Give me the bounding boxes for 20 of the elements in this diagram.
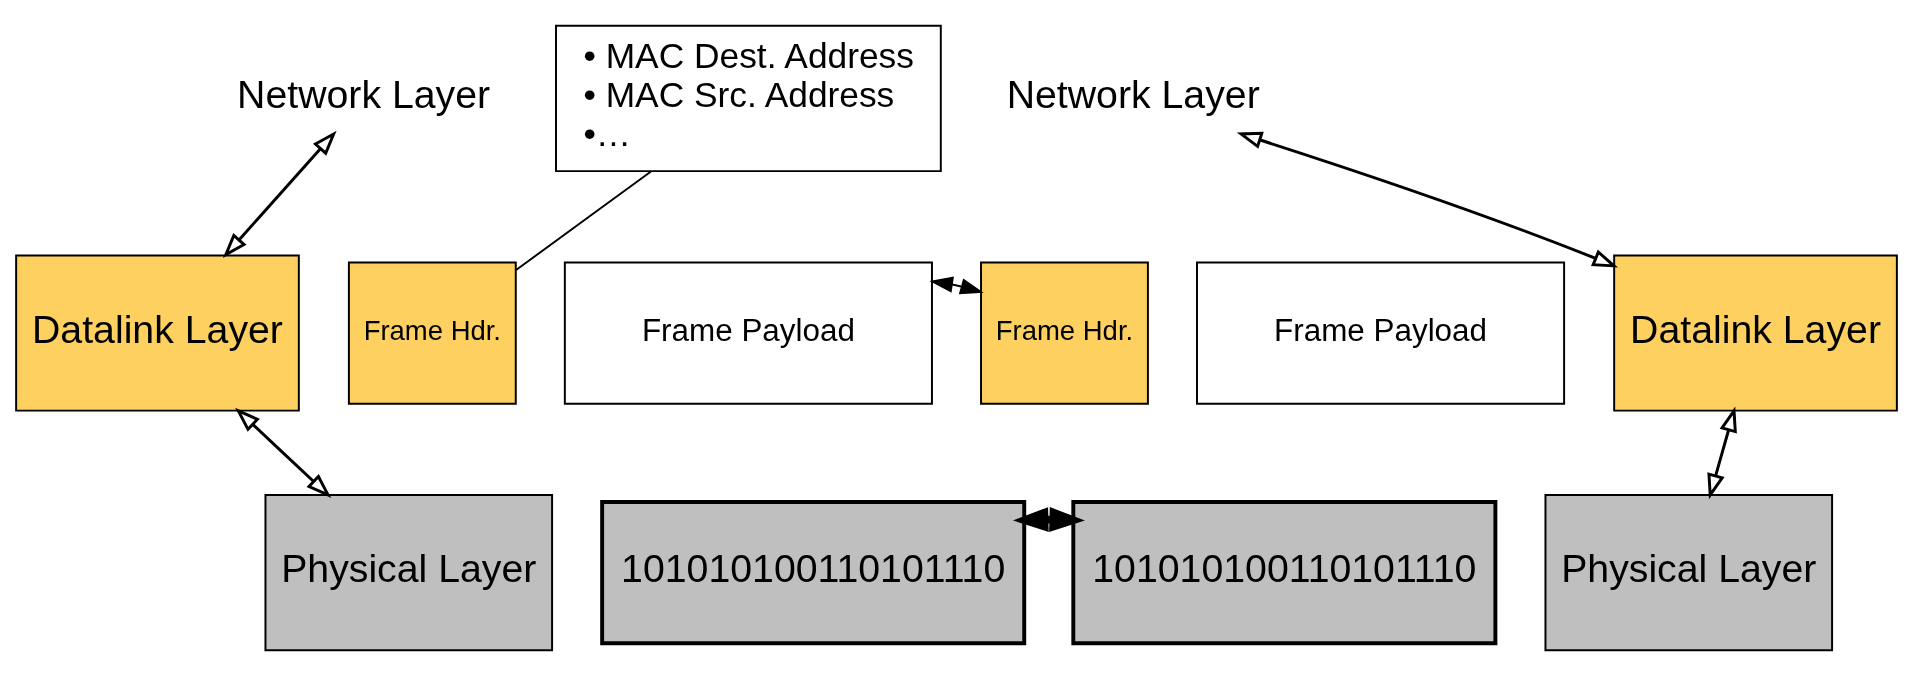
arrow [222, 130, 337, 258]
node-box: Datalink Layer [1613, 254, 1898, 412]
arrow [929, 275, 984, 294]
node-box: Physical Layer [264, 493, 554, 651]
node-box: 101010100110101110 [1071, 499, 1498, 645]
node-box: Frame Hdr. [980, 260, 1149, 405]
arrow [1707, 406, 1737, 499]
node-box: Datalink Layer [15, 254, 300, 412]
node-box: Frame Payload [1196, 260, 1566, 405]
node-box: 101010100110101110 [600, 499, 1027, 645]
arrow [1236, 131, 1619, 268]
node-box: • MAC Dest. Address • MAC Src. Address •… [555, 24, 942, 172]
node-text: Network Layer [237, 71, 491, 116]
node-box: Frame Hdr. [347, 260, 517, 405]
connector [515, 170, 652, 271]
arrow [235, 407, 332, 498]
arrow [1012, 506, 1085, 532]
node-box: Physical Layer [1544, 493, 1834, 651]
node-box: Frame Payload [563, 260, 933, 405]
node-text: Network Layer [1006, 71, 1260, 116]
